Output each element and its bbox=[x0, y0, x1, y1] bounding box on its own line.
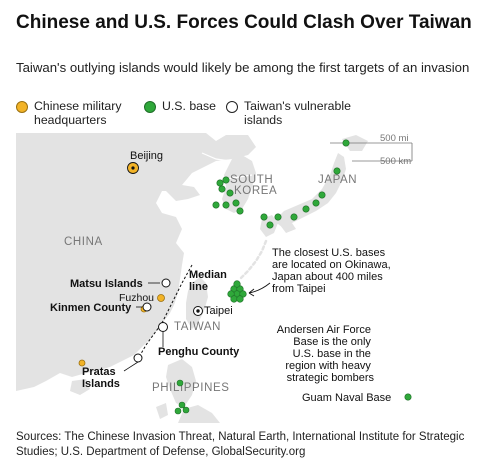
us-base-japan-7 bbox=[274, 213, 282, 221]
us-base-japan-8 bbox=[266, 221, 274, 229]
us-bases-okinawa bbox=[227, 280, 247, 303]
pratas-islands-marker bbox=[133, 353, 143, 363]
chart-title: Chinese and U.S. Forces Could Clash Over… bbox=[16, 12, 472, 33]
beijing-hq-marker bbox=[127, 162, 139, 174]
label-pratas-islands-2: Islands bbox=[82, 378, 120, 390]
scale-km: 500 km bbox=[380, 156, 411, 167]
us-base-japan-5 bbox=[302, 205, 310, 213]
label-philippines: PHILIPPINES bbox=[152, 382, 230, 394]
us-base-guam bbox=[404, 393, 412, 401]
kinmen-county-marker bbox=[142, 302, 152, 312]
us-base-japan-9 bbox=[260, 213, 268, 221]
taiwan-island bbox=[186, 277, 208, 329]
annotation-guam-line-4: region with heavy bbox=[285, 360, 371, 372]
annotation-okinawa-arrowhead bbox=[248, 288, 255, 297]
us-base-philippines-2 bbox=[178, 401, 186, 409]
us-base-korea-6 bbox=[222, 201, 230, 209]
shandong-peninsula bbox=[166, 185, 200, 201]
label-taipei: Taipei bbox=[204, 305, 233, 317]
annotation-guam-line-3: U.S. base in the bbox=[293, 348, 371, 360]
label-median-line-1: Median bbox=[189, 269, 227, 281]
pratas-leader bbox=[123, 361, 139, 372]
label-south-korea-2: KOREA bbox=[234, 185, 277, 197]
sources-note: Sources: The Chinese Invasion Threat, Na… bbox=[16, 431, 465, 458]
legend-item-us-base: U.S. base bbox=[144, 99, 232, 113]
label-kinmen-county: Kinmen County bbox=[50, 302, 132, 314]
us-bases-philippines bbox=[174, 379, 190, 415]
philippines-mindoro bbox=[156, 403, 168, 419]
japan-honshu bbox=[274, 153, 346, 227]
annotation-okinawa-arrow bbox=[248, 282, 271, 294]
us-base-korea-4 bbox=[226, 189, 234, 197]
map-svg: 500 mi 500 km CHINA SOUTH KOREA JAPAN TA… bbox=[16, 133, 486, 423]
label-guam-naval-base: Guam Naval Base bbox=[302, 392, 391, 404]
annotation-guam-line-2: Base is the only bbox=[293, 336, 371, 348]
legend-item-islands: Taiwan's vulnerable islands bbox=[226, 99, 354, 127]
us-base-okinawa-7 bbox=[236, 295, 244, 303]
annotation-guam: Andersen Air Force Base is the only U.S.… bbox=[277, 324, 391, 404]
us-bases-japan bbox=[260, 139, 350, 229]
us-base-philippines-1 bbox=[176, 379, 184, 387]
annotation-okinawa-line-4: from Taipei bbox=[272, 283, 326, 295]
map: 500 mi 500 km CHINA SOUTH KOREA JAPAN TA… bbox=[16, 133, 486, 423]
median-line bbox=[137, 264, 193, 360]
korean-peninsula bbox=[222, 155, 256, 213]
us-base-okinawa-8 bbox=[233, 280, 241, 288]
legend-label-hq: Chinese military headquarters bbox=[34, 99, 122, 127]
label-fuzhou: Fuzhou bbox=[119, 292, 154, 304]
label-penghu-county: Penghu County bbox=[158, 346, 240, 358]
legend-label-islands: Taiwan's vulnerable islands bbox=[244, 99, 351, 127]
mainland-asia bbox=[16, 133, 256, 391]
annotation-okinawa-line-3: Japan about 400 miles bbox=[272, 271, 383, 283]
border-korea-dmz bbox=[225, 174, 253, 180]
us-base-korea-3 bbox=[218, 185, 226, 193]
legend-label-us-base: U.S. base bbox=[162, 99, 216, 113]
legend: Chinese military headquarters U.S. base … bbox=[16, 99, 486, 133]
taipei-marker bbox=[193, 306, 203, 316]
south-china-hq-marker bbox=[78, 359, 86, 367]
us-base-philippines-4 bbox=[182, 406, 190, 414]
us-base-okinawa-6 bbox=[230, 295, 238, 303]
hainan-island bbox=[70, 379, 90, 395]
us-bases-korea bbox=[212, 176, 244, 215]
us-base-japan-2 bbox=[333, 167, 341, 175]
label-matsu-islands: Matsu Islands bbox=[70, 278, 143, 290]
us-base-korea-1 bbox=[216, 179, 224, 187]
us-base-japan-6 bbox=[290, 213, 298, 221]
annotation-guam-line-1: Andersen Air Force bbox=[277, 324, 371, 336]
label-taiwan: TAIWAN bbox=[174, 321, 221, 333]
annotation-okinawa: The closest U.S. bases are located on Ok… bbox=[248, 247, 394, 297]
us-base-japan-1 bbox=[342, 139, 350, 147]
scale-miles: 500 mi bbox=[380, 133, 409, 144]
us-base-korea-7 bbox=[212, 201, 220, 209]
label-south-korea-1: SOUTH bbox=[230, 174, 273, 186]
us-base-marker-icon bbox=[144, 101, 156, 113]
annotation-okinawa-line-1: The closest U.S. bases bbox=[272, 247, 386, 259]
us-base-korea-8 bbox=[236, 207, 244, 215]
hq-marker-icon bbox=[16, 101, 28, 113]
us-base-korea-5 bbox=[232, 199, 240, 207]
matsu-islands-marker bbox=[161, 278, 171, 288]
japan-shikoku bbox=[280, 223, 296, 233]
label-china: CHINA bbox=[64, 236, 103, 248]
annotation-okinawa-line-2: are located on Okinawa, bbox=[272, 259, 391, 271]
svg-text:The closest U.S. bases: The closest U.S. bases are located on Ok… bbox=[272, 247, 394, 295]
fuzhou-hq-marker bbox=[157, 294, 165, 302]
us-base-japan-4 bbox=[312, 199, 320, 207]
border-china-korea bbox=[201, 152, 231, 162]
us-base-korea-2 bbox=[222, 176, 230, 184]
label-japan: JAPAN bbox=[318, 174, 357, 186]
penghu-county-marker bbox=[158, 322, 168, 332]
chart-subtitle: Taiwan's outlying islands would likely b… bbox=[16, 60, 470, 75]
us-base-japan-3 bbox=[318, 191, 326, 199]
label-median-line-2: line bbox=[189, 281, 208, 293]
legend-item-hq: Chinese military headquarters bbox=[16, 99, 134, 127]
island-marker-icon bbox=[226, 101, 238, 113]
label-pratas-islands-1: Pratas bbox=[82, 366, 116, 378]
label-beijing: Beijing bbox=[130, 150, 163, 162]
us-base-philippines-3 bbox=[174, 407, 182, 415]
annotation-guam-line-5: strategic bombers bbox=[287, 372, 375, 384]
ryukyu-chain bbox=[238, 239, 268, 281]
svg-text:Andersen Air Force Bas: Andersen Air Force Base is the only U.S.… bbox=[277, 324, 375, 384]
